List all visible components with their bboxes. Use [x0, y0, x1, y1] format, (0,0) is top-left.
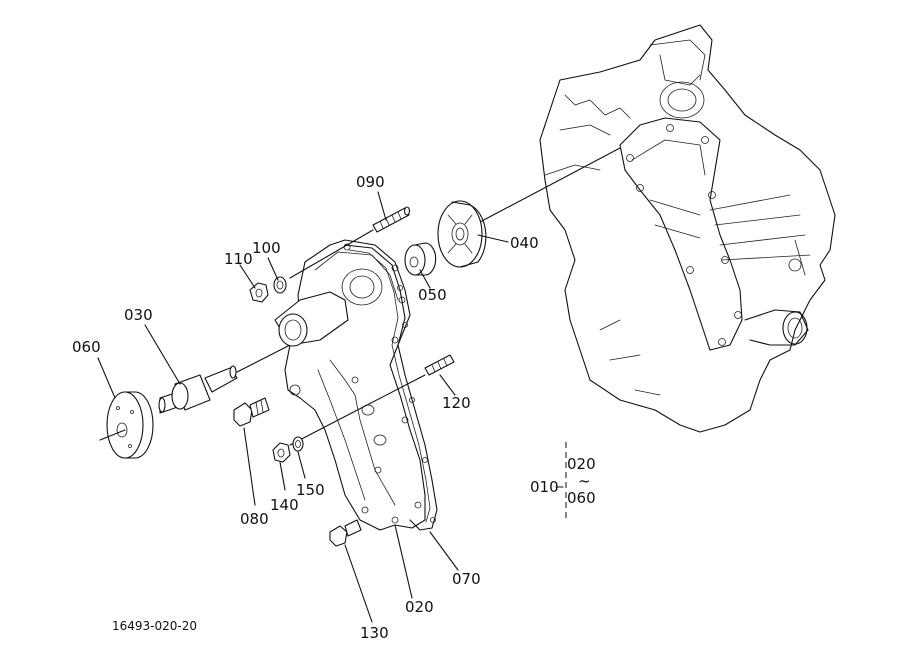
label-140: 140: [270, 496, 299, 514]
label-100: 100: [252, 239, 281, 257]
assembly-key: 010 020 ~ 060: [530, 442, 596, 518]
bolt-130: [329, 519, 362, 547]
label-080: 080: [240, 510, 269, 528]
impeller: [437, 200, 487, 268]
label-090: 090: [356, 173, 385, 191]
pulley-flange: [106, 391, 154, 459]
water-pump-body: [274, 239, 426, 531]
label-070: 070: [452, 570, 481, 588]
bolt-080: [233, 397, 270, 427]
label-110: 110: [224, 250, 253, 268]
label-040: 040: [510, 234, 539, 252]
nut-washer-upper: [249, 276, 287, 303]
assembly-tilde: ~: [578, 472, 591, 490]
label-150: 150: [296, 481, 325, 499]
pump-gasket: [344, 244, 438, 531]
stud-bolt-lower: [424, 354, 455, 376]
nut-washer-lower: [272, 436, 304, 463]
axis-line-lower: [289, 374, 426, 446]
assembly-label-010: 010: [530, 478, 559, 496]
axis-line-stud: [289, 229, 374, 279]
assembly-label-020: 020: [567, 455, 596, 473]
pump-shaft: [158, 344, 291, 414]
label-020: 020: [405, 598, 434, 616]
diagram-reference-code: 16493-020-20: [112, 619, 197, 633]
engine-block: [539, 24, 836, 433]
axis-line-upper: [479, 147, 621, 223]
stud-bolt-upper: [372, 206, 411, 233]
label-120: 120: [442, 394, 471, 412]
label-030: 030: [124, 306, 153, 324]
axis-line-left: [99, 429, 126, 441]
label-050: 050: [418, 286, 447, 304]
label-060: 060: [72, 338, 101, 356]
leader-lines: [97, 191, 509, 623]
assembly-label-060: 060: [567, 489, 596, 507]
mechanical-seal: [404, 242, 437, 276]
part-labels: 060 030 090 110 100 040 050 120 080 140 …: [72, 173, 539, 642]
label-130: 130: [360, 624, 389, 642]
